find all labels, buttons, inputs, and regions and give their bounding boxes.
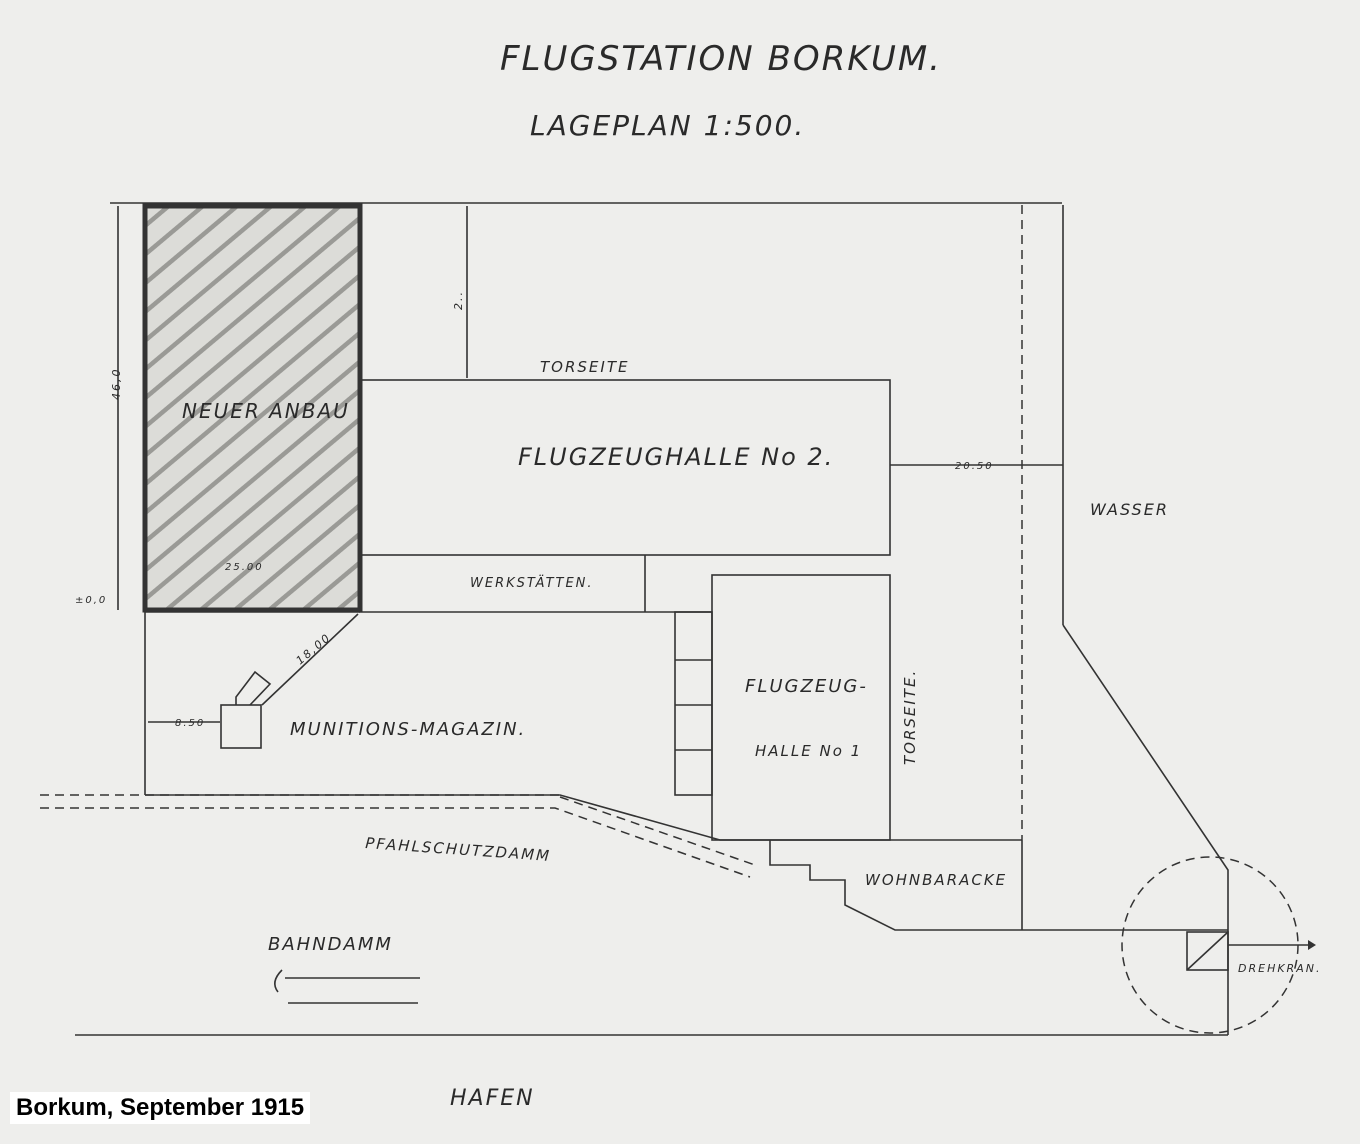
munitions-magazin-building xyxy=(220,704,262,749)
bahndamm-label: BAHNDAMM xyxy=(268,934,393,955)
flugzeughalle-2 xyxy=(359,379,891,556)
dim-top-gap: 2.. xyxy=(452,290,465,310)
pfahlschutzdamm-label: PFAHLSCHUTZDAMM xyxy=(365,834,552,865)
halle1-label-2: HALLE No 1 xyxy=(755,742,862,760)
dimension-lines xyxy=(117,206,1063,723)
munitions-label: MUNITIONS-MAGAZIN. xyxy=(290,719,526,740)
neuer-anbau-label: NEUER ANBAU xyxy=(182,399,350,423)
halle1-label-1: FLUGZEUG- xyxy=(745,676,868,697)
halle1-annex xyxy=(674,611,713,796)
halle2-label: FLUGZEUGHALLE No 2. xyxy=(518,443,834,471)
flugzeughalle-1 xyxy=(711,574,891,841)
dim-anbau-width: 25.00 xyxy=(225,562,264,573)
dim-height-left: 46,0 xyxy=(110,368,123,401)
drehkran-icon xyxy=(1186,931,1316,971)
plan-subtitle: LAGEPLAN 1:500. xyxy=(530,109,805,142)
neuer-anbau-building xyxy=(142,203,363,613)
magazin-stairs xyxy=(235,670,272,706)
plan-title: FLUGSTATION BORKUM. xyxy=(500,39,942,79)
werkstaetten-label: WERKSTÄTTEN. xyxy=(470,575,594,591)
wasser-label: WASSER xyxy=(1090,500,1169,519)
dim-magazin-offset: 8.50 xyxy=(175,718,205,729)
hafen-label: HAFEN xyxy=(450,1086,535,1111)
photo-caption: Borkum, September 1915 xyxy=(10,1092,311,1124)
torseite-top-label: TORSEITE xyxy=(540,358,629,376)
dim-diagonal: 18,00 xyxy=(294,631,334,668)
dim-level: ±0,0 xyxy=(75,595,107,606)
dim-water-gap: 20.50 xyxy=(955,461,994,472)
torseite-side-label: TORSEITE. xyxy=(901,669,919,765)
drehkran-label: DREHKRAN. xyxy=(1238,962,1321,975)
bahndamm-arrows xyxy=(274,969,420,1004)
wohnbaracke-label: WOHNBARACKE xyxy=(865,871,1007,889)
